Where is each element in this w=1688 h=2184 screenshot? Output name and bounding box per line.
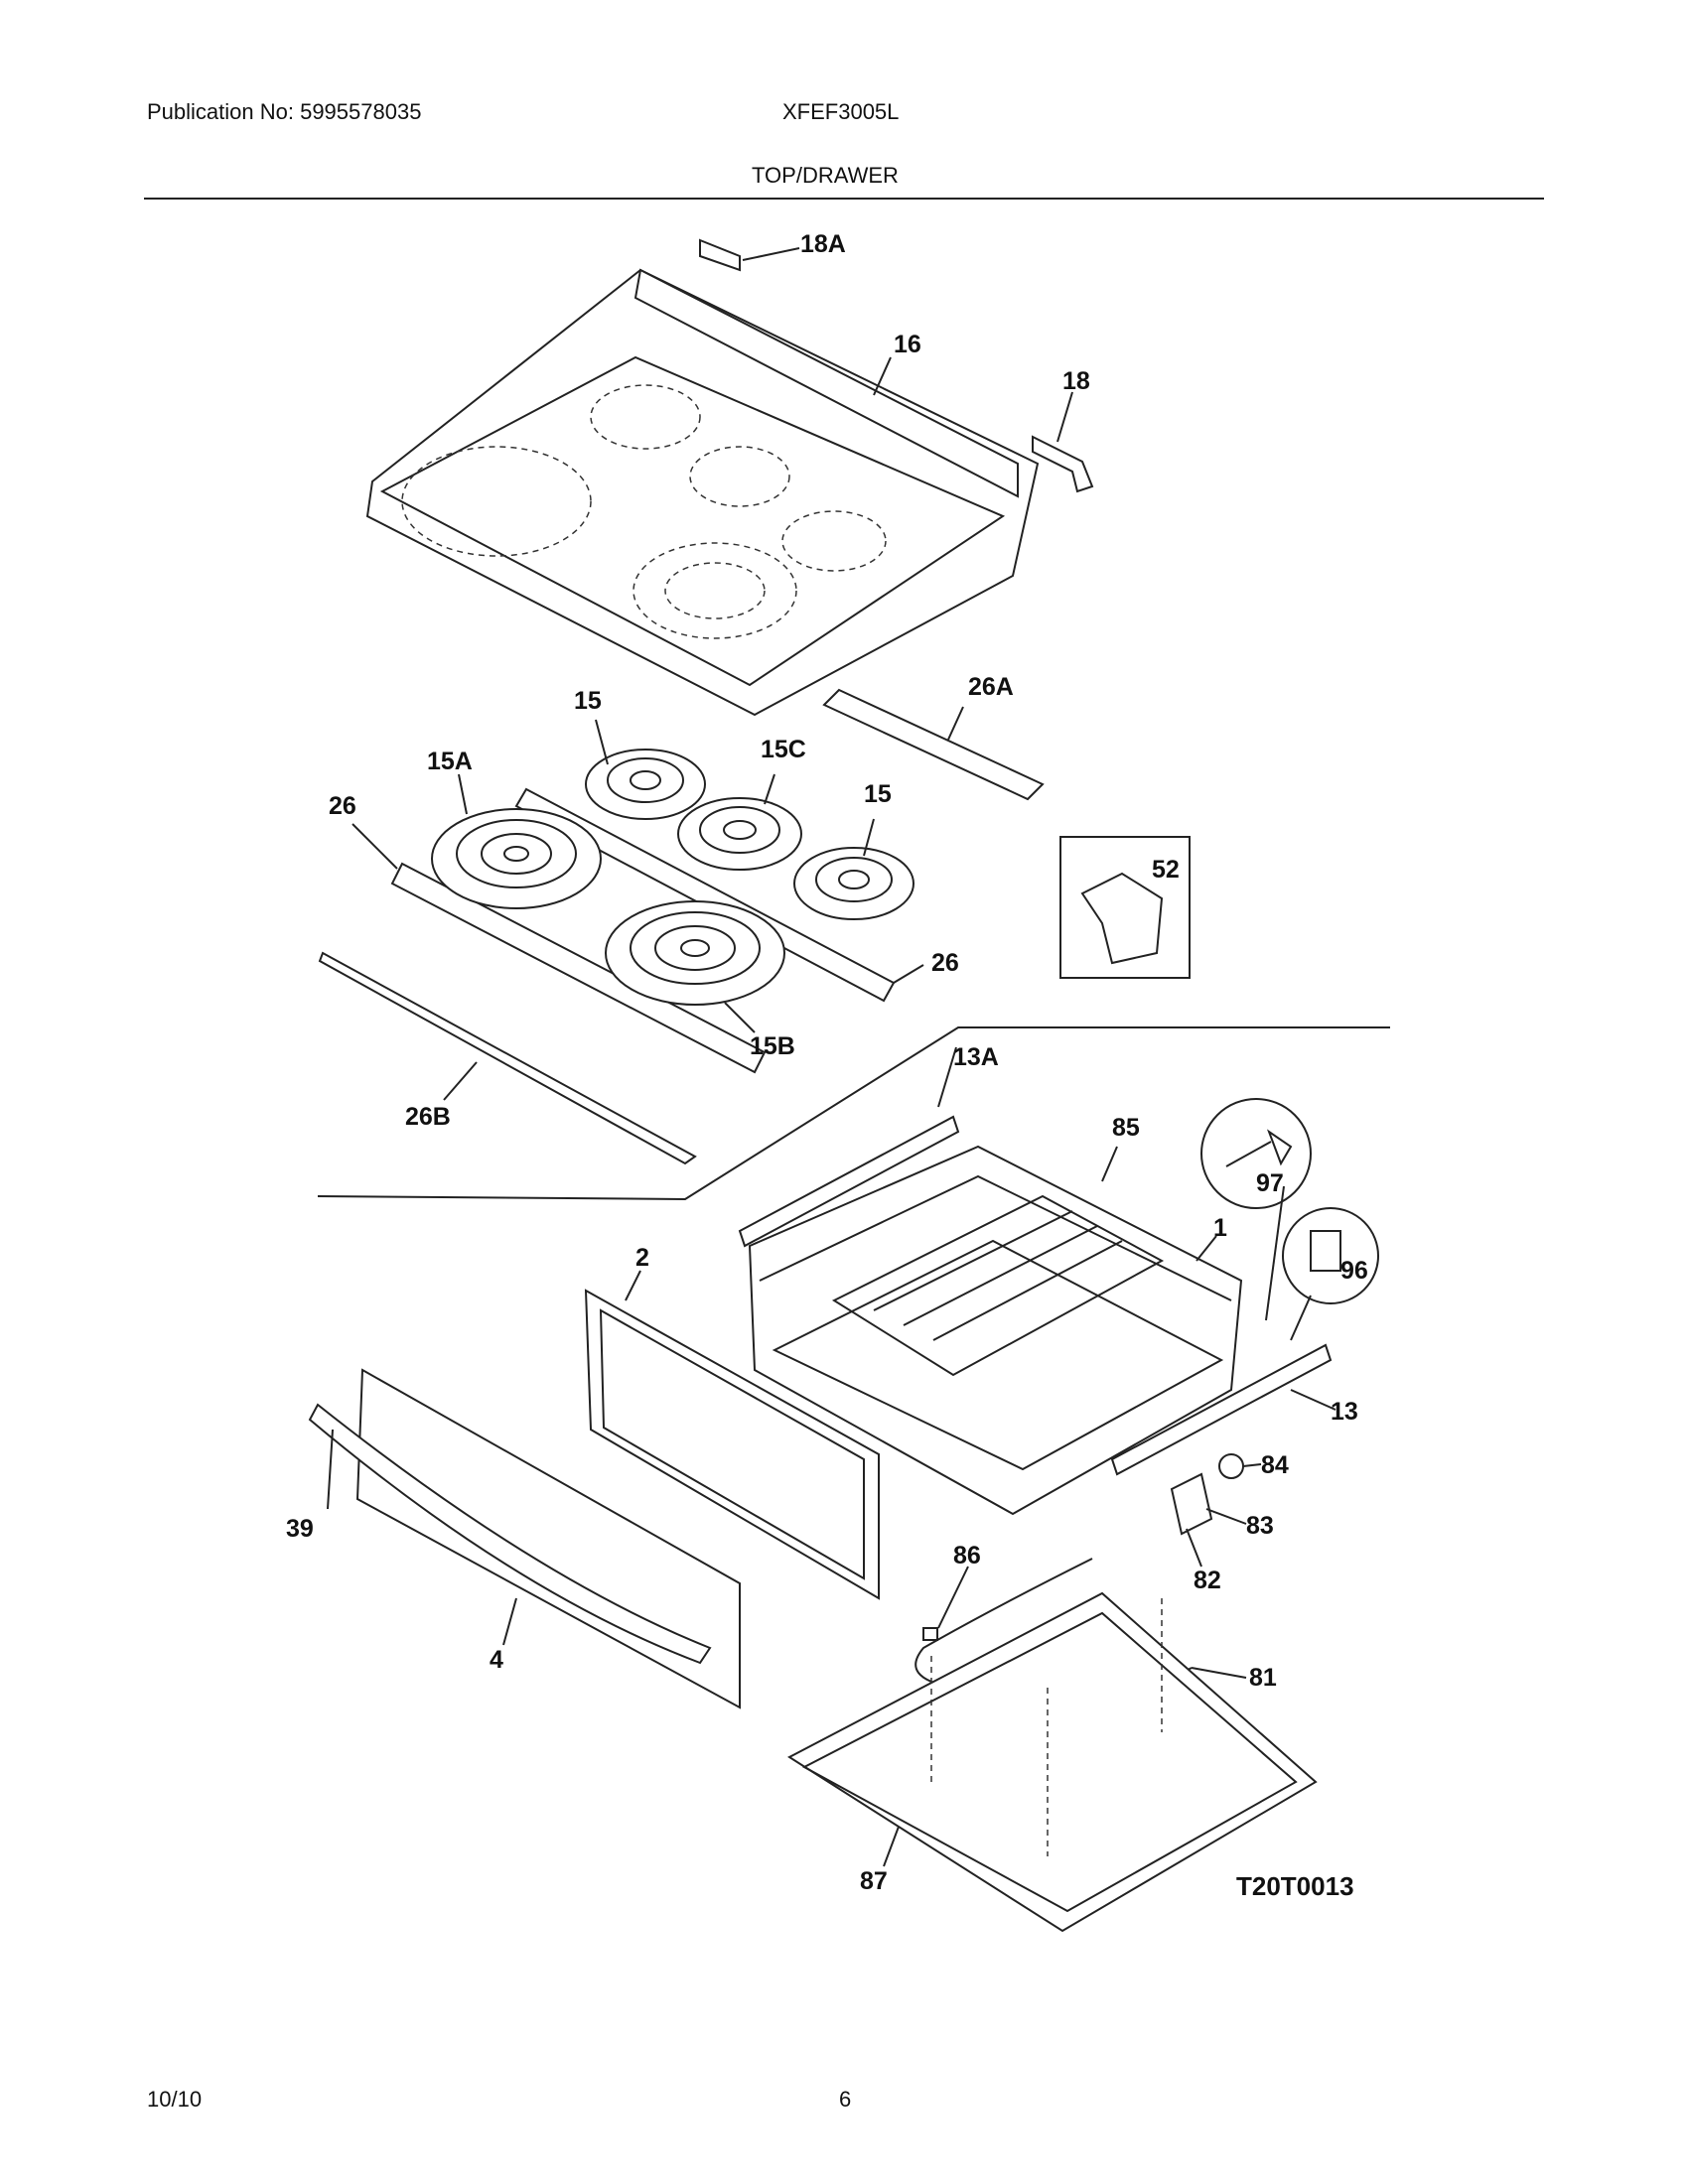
label-86: 86 (953, 1542, 981, 1570)
label-81: 81 (1249, 1664, 1277, 1692)
burner-15c-part (677, 797, 802, 871)
publication-number: Publication No: 5995578035 (147, 99, 422, 124)
section-divider (317, 1026, 1390, 1201)
burner-support-right-part (514, 787, 896, 1003)
rail-13a-part (738, 1115, 960, 1248)
label-18a: 18A (800, 230, 846, 258)
model-number: XFEF3005L (782, 99, 900, 124)
label-13: 13 (1331, 1398, 1358, 1426)
label-96: 96 (1340, 1257, 1368, 1285)
bracket-82-83-part (1170, 1472, 1213, 1536)
label-15c: 15C (761, 736, 806, 763)
label-4: 4 (490, 1646, 503, 1674)
footer-page-number: 6 (839, 2087, 852, 2112)
label-26-left: 26 (329, 792, 356, 820)
burner-15b-part (605, 900, 785, 1006)
thermostat-84-part (1218, 1453, 1244, 1479)
label-26a: 26A (968, 673, 1014, 701)
label-13a: 13A (953, 1043, 999, 1071)
drawer-body-part (748, 1145, 1243, 1516)
support-26a-part (822, 688, 1045, 801)
burner-15-top-part (585, 749, 706, 820)
label-16: 16 (894, 331, 921, 358)
label-15-right: 15 (864, 780, 892, 808)
label-52: 52 (1152, 856, 1180, 884)
label-2: 2 (635, 1244, 649, 1272)
header-rule (144, 198, 1544, 200)
label-97: 97 (1256, 1169, 1284, 1197)
trim-26b-part (318, 951, 697, 1165)
burner-15-right-part (793, 847, 914, 920)
clip-86-part (922, 1627, 938, 1641)
label-15-top: 15 (574, 687, 602, 715)
label-18: 18 (1062, 367, 1090, 395)
label-84: 84 (1261, 1451, 1289, 1479)
label-85: 85 (1112, 1114, 1140, 1142)
drawer-handle-part (308, 1403, 712, 1665)
label-15b: 15B (750, 1032, 795, 1060)
bracket-18a-part (699, 238, 741, 272)
burner-15a-part (431, 808, 602, 909)
label-83: 83 (1246, 1512, 1274, 1540)
part-52-part (1080, 872, 1164, 965)
label-15a: 15A (427, 748, 473, 775)
label-82: 82 (1194, 1567, 1221, 1594)
drawer-rack-part (831, 1194, 1165, 1377)
label-26-right: 26 (931, 949, 959, 977)
drawer-bottom-part (787, 1591, 1318, 1933)
footer-date: 10/10 (147, 2087, 203, 2112)
label-1: 1 (1213, 1214, 1227, 1242)
bracket-18-part (1032, 435, 1094, 493)
drawer-liner-part (584, 1289, 880, 1600)
leader-lines (327, 247, 1336, 1867)
section-title: TOP/DRAWER (752, 163, 899, 188)
rail-13-part (1110, 1343, 1333, 1476)
label-39: 39 (286, 1515, 314, 1543)
diagram-code: T20T0013 (1236, 1871, 1354, 1901)
cooktop-part (365, 268, 1040, 717)
label-87: 87 (860, 1867, 888, 1895)
label-26b: 26B (405, 1103, 451, 1131)
screw-97-inset (1200, 1098, 1312, 1209)
clip-96-inset (1282, 1207, 1379, 1304)
